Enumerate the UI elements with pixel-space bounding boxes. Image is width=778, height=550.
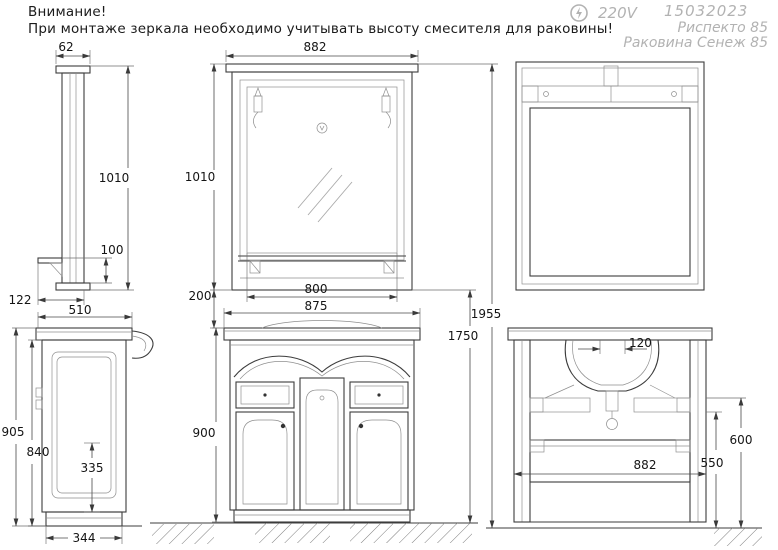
dim-mirror-side-width: 62 bbox=[55, 40, 91, 64]
svg-text:840: 840 bbox=[27, 445, 50, 459]
dim-cabinet-side-base: 344 bbox=[45, 526, 123, 545]
date-code: 15032023 bbox=[664, 2, 749, 20]
right-sconce-icon bbox=[381, 87, 391, 129]
mirror-side-view bbox=[37, 65, 91, 291]
left-sconce-icon bbox=[253, 87, 263, 129]
svg-text:1750: 1750 bbox=[448, 329, 479, 343]
svg-text:100: 100 bbox=[101, 243, 124, 257]
hinge-icon bbox=[35, 399, 43, 410]
dim-mirror-side-height: 1010 bbox=[90, 65, 134, 291]
dim-cabinet-side-height-body: 840 bbox=[27, 339, 50, 527]
svg-text:335: 335 bbox=[81, 461, 104, 475]
drain-hole-icon bbox=[606, 418, 618, 430]
svg-text:550: 550 bbox=[701, 456, 724, 470]
left-drawer bbox=[235, 381, 295, 409]
svg-text:120: 120 bbox=[629, 336, 652, 350]
dim-cabinet-back-h2: 550 bbox=[701, 411, 724, 529]
dim-cabinet-back-h1: 600 bbox=[706, 397, 753, 529]
mirror-logo-icon bbox=[316, 122, 328, 134]
svg-text:875: 875 bbox=[305, 299, 328, 313]
right-door bbox=[349, 411, 409, 511]
dim-total-to-mirror: 1750 bbox=[412, 289, 479, 524]
voltage-label: 220V bbox=[598, 4, 637, 22]
mirror-back-view bbox=[515, 61, 705, 291]
dim-cabinet-front-width: 875 bbox=[223, 299, 421, 328]
svg-text:905: 905 bbox=[2, 425, 25, 439]
mirror-front-view bbox=[225, 63, 419, 291]
svg-text:62: 62 bbox=[58, 40, 73, 54]
dim-mirror-front-glass-width: 800 bbox=[246, 253, 398, 302]
dim-cabinet-side-inner: 335 bbox=[81, 442, 104, 513]
svg-text:900: 900 bbox=[193, 426, 216, 440]
sink-name: Раковина Сенеж 85 bbox=[623, 35, 768, 51]
svg-text:200: 200 bbox=[189, 289, 212, 303]
left-door bbox=[235, 411, 295, 511]
dim-mirror-side-depth: 122 bbox=[9, 263, 85, 307]
dim-mirror-front-top-width: 882 bbox=[225, 40, 419, 62]
model-name: Риспекто 85 bbox=[677, 20, 768, 36]
dim-cabinet-back-width: 882 bbox=[513, 458, 707, 477]
cabinet-back-view bbox=[486, 327, 762, 529]
dim-total-overall: 1955 bbox=[418, 63, 502, 529]
svg-text:1010: 1010 bbox=[185, 170, 216, 184]
center-door bbox=[299, 377, 345, 511]
mirror-reflection-lines bbox=[297, 167, 353, 223]
svg-text:1955: 1955 bbox=[471, 307, 502, 321]
svg-text:882: 882 bbox=[304, 40, 327, 54]
dim-cabinet-front-height: 900 bbox=[193, 327, 234, 523]
dim-cabinet-side-depth: 510 bbox=[37, 303, 133, 328]
dimensions: 62 1010 100 122 bbox=[2, 40, 753, 545]
ground-hatching bbox=[152, 523, 762, 546]
svg-text:510: 510 bbox=[69, 303, 92, 317]
svg-text:122: 122 bbox=[9, 293, 32, 307]
svg-text:800: 800 bbox=[305, 282, 328, 296]
notice-title: Внимание! bbox=[28, 4, 107, 20]
notice-text: При монтаже зеркала необходимо учитывать… bbox=[28, 21, 614, 37]
dim-cabinet-side-height-total: 905 bbox=[2, 327, 46, 527]
power-icon bbox=[570, 4, 588, 22]
cabinet-side-view bbox=[28, 327, 154, 527]
dim-mirror-front-height: 1010 bbox=[185, 63, 232, 291]
svg-text:600: 600 bbox=[730, 433, 753, 447]
svg-text:882: 882 bbox=[634, 458, 657, 472]
hinge-icon bbox=[35, 387, 43, 398]
cabinet-front-view bbox=[150, 320, 478, 524]
svg-text:344: 344 bbox=[73, 531, 96, 545]
dim-mirror-cabinet-gap: 200 bbox=[189, 289, 224, 329]
dim-cabinet-back-cutout: 120 bbox=[578, 336, 652, 354]
dim-mirror-side-shelf: 100 bbox=[62, 243, 124, 284]
svg-text:1010: 1010 bbox=[99, 171, 130, 185]
right-drawer bbox=[349, 381, 409, 409]
drain-pipe bbox=[605, 390, 619, 412]
